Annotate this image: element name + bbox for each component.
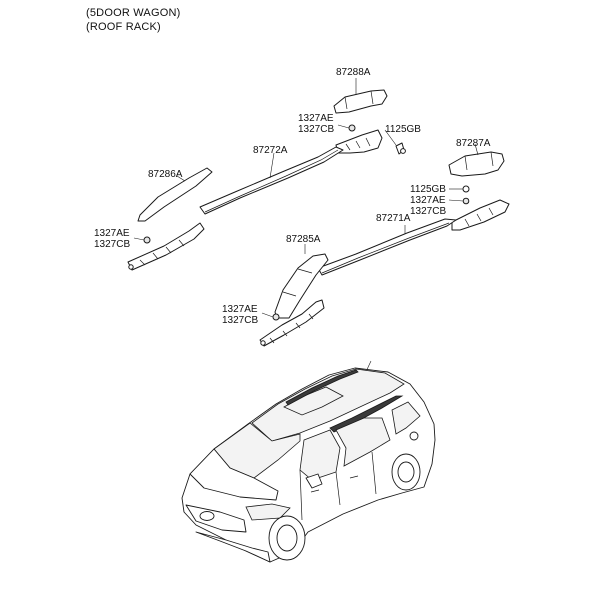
rear-bracket-lower[interactable] xyxy=(451,199,510,231)
rear-end-cover-lower[interactable] xyxy=(448,151,505,177)
car-badge xyxy=(199,511,215,521)
car-front-rim xyxy=(276,524,298,552)
bolt-1125gb-lower xyxy=(462,185,470,193)
car-quarter-window xyxy=(391,401,421,435)
car-front-bumper xyxy=(195,531,271,563)
diagram-subtitle-model: (5DOOR WAGON) xyxy=(86,7,181,19)
callout-87272A: 87272A xyxy=(253,145,288,156)
roof-rail-assembly-upper xyxy=(127,89,406,271)
bolt-1125gb-upper xyxy=(395,142,406,155)
callout-1327AE-mid: 1327AE xyxy=(222,304,258,315)
car-side-mirror xyxy=(305,473,323,489)
nut-1327-front-upper xyxy=(143,236,151,244)
callout-1327AE-left: 1327AE xyxy=(94,228,130,239)
callout-1327CB-left: 1327CB xyxy=(94,239,130,250)
car-grille xyxy=(185,504,247,533)
callout-1327AE-top: 1327AE xyxy=(298,113,334,124)
callout-87271A: 87271A xyxy=(376,213,411,224)
nut-1327-front-lower xyxy=(272,313,280,321)
car-roof-rail-left xyxy=(285,369,359,406)
nut-1327-rear-upper xyxy=(348,124,356,132)
front-end-cover-upper[interactable] xyxy=(137,167,213,222)
callout-1125GB-right: 1125GB xyxy=(410,184,446,195)
front-bracket-lower[interactable] xyxy=(259,299,325,347)
callout-1327CB-right: 1327CB xyxy=(410,206,446,217)
callout-labels: 87288A 1327AE 1327CB 1125GB 87287A 87272… xyxy=(94,67,491,326)
vehicle-illustration xyxy=(181,367,436,563)
car-roof xyxy=(251,368,405,442)
car-headlight xyxy=(245,503,291,521)
car-side-window-rear xyxy=(335,417,391,467)
rear-bracket-upper[interactable] xyxy=(335,129,383,154)
rivet-front-upper xyxy=(128,264,134,270)
callout-1327AE-right: 1327AE xyxy=(410,195,446,206)
callout-87286A: 87286A xyxy=(148,169,183,180)
callout-1327CB-mid: 1327CB xyxy=(222,315,258,326)
rear-end-cover-upper[interactable] xyxy=(333,89,388,114)
callout-87288A: 87288A xyxy=(336,67,371,78)
front-bracket-upper[interactable] xyxy=(127,222,205,271)
roof-rail-upper[interactable] xyxy=(199,146,344,215)
car-hood xyxy=(189,448,279,501)
car-fuel-cap xyxy=(409,431,419,441)
car-rear-rim xyxy=(397,461,415,483)
callout-1327CB-top: 1327CB xyxy=(298,124,334,135)
callout-87287A: 87287A xyxy=(456,138,491,149)
callout-87285A: 87285A xyxy=(286,234,321,245)
front-end-cover-lower[interactable] xyxy=(274,253,329,319)
rivet-front-lower xyxy=(260,340,266,346)
callout-1125GB-top: 1125GB xyxy=(385,124,421,135)
roof-rail-assembly-lower xyxy=(259,151,510,347)
diagram-subtitle-option: (ROOF RACK) xyxy=(86,21,161,33)
nut-1327-rear-lower xyxy=(462,197,470,205)
